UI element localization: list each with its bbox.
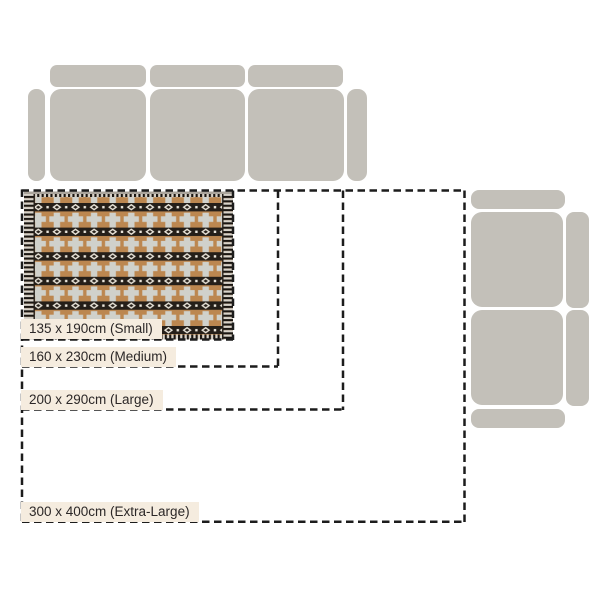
rug-divider-right <box>222 194 224 340</box>
size-label-small: 135 x 190cm (Small) <box>21 319 162 339</box>
rug-fringe-right <box>223 194 233 340</box>
sofa-back-cushion <box>566 212 589 308</box>
size-rect-small <box>22 190 235 341</box>
rug-divider-left <box>33 194 35 340</box>
sofa-back-cushion <box>248 65 343 87</box>
size-label-medium: 160 x 230cm (Medium) <box>21 347 177 367</box>
sofa-seat-cushion <box>471 310 563 405</box>
sofa-back-cushion <box>50 65 146 87</box>
sofa-armrest-top <box>471 190 565 209</box>
sofa-armrest-right <box>347 89 367 181</box>
size-label-large: 200 x 290cm (Large) <box>21 390 163 410</box>
sofa-back-cushion <box>566 310 589 406</box>
rug-fringe-left <box>24 194 34 340</box>
rug-top-edge <box>24 191 233 194</box>
sofa-armrest-left <box>28 89 45 181</box>
main-sofa <box>28 65 367 181</box>
sofa-seat-cushion <box>50 89 146 181</box>
rug-image <box>24 191 233 340</box>
sofa-seat-cushion <box>248 89 344 181</box>
rug-top-border <box>33 194 224 197</box>
sofa-back-cushion <box>150 65 245 87</box>
rug-field-pattern <box>33 197 224 334</box>
size-label-extra-large: 300 x 400cm (Extra-Large) <box>21 502 199 522</box>
corner-sofa <box>471 190 589 428</box>
sofa-seat-cushion <box>150 89 245 181</box>
sofa-seat-cushion <box>471 212 563 307</box>
sofa-armrest-bottom <box>471 409 565 428</box>
